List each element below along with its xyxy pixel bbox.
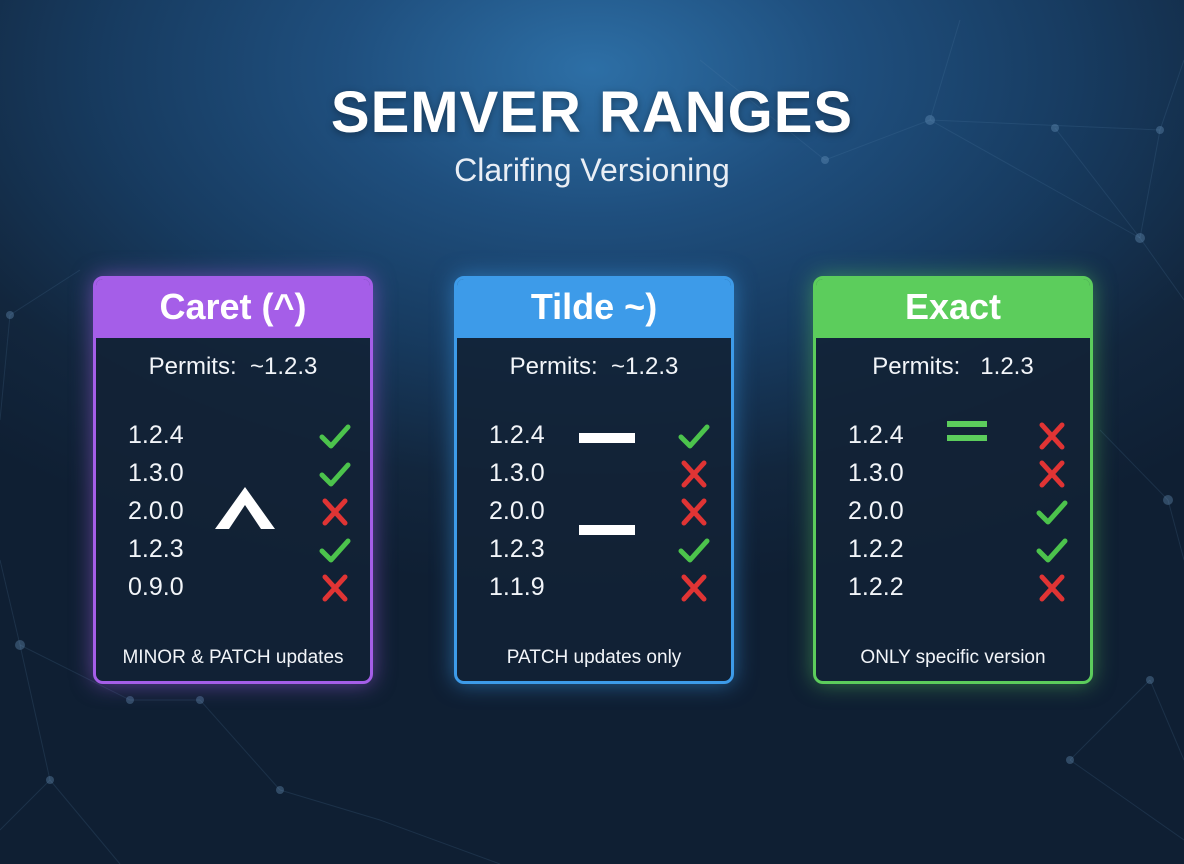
- version-row: 1.2.2: [816, 569, 1090, 607]
- version-value: 1.2.3: [128, 535, 184, 563]
- cross-icon: [1035, 573, 1069, 603]
- cross-icon: [1035, 421, 1069, 451]
- version-value: 1.2.3: [489, 535, 545, 563]
- version-row: 1.2.4: [96, 417, 370, 455]
- version-list: 1.2.4 1.3.0 2.0.0 1.2.3 1.1.9: [457, 417, 731, 607]
- version-row: 1.2.3: [457, 531, 731, 569]
- cross-icon: [318, 573, 352, 603]
- version-row: 1.2.2: [816, 531, 1090, 569]
- cross-icon: [1035, 459, 1069, 489]
- version-value: 1.1.9: [489, 573, 545, 601]
- card-footer: MINOR & PATCH updates: [122, 647, 344, 668]
- check-icon: [318, 421, 352, 451]
- check-icon: [677, 421, 711, 451]
- version-row: 1.2.4: [816, 417, 1090, 455]
- version-value: 1.3.0: [128, 459, 184, 487]
- card-footer: PATCH updates only: [506, 647, 682, 668]
- page-title: SEMVER RANGES: [330, 80, 854, 145]
- check-icon: [318, 459, 352, 489]
- version-row: 2.0.0: [816, 493, 1090, 531]
- check-icon: [677, 535, 711, 565]
- version-row: 1.3.0: [457, 455, 731, 493]
- cross-icon: [318, 497, 352, 527]
- version-row: 1.3.0: [96, 455, 370, 493]
- cross-icon: [677, 497, 711, 527]
- version-row: 2.0.0: [96, 493, 370, 531]
- version-list: 1.2.4 1.3.0 2.0.0 1.2.2 1.2.2: [816, 417, 1090, 607]
- card-footer: ONLY specific version: [860, 647, 1046, 668]
- exact-card: Exact Permits: 1.2.3 1.2.4 1.3.0 2.0.0 1…: [813, 276, 1093, 684]
- permits-label: Permits: ~1.2.3: [148, 353, 318, 380]
- version-value: 1.2.2: [848, 573, 904, 601]
- version-value: 1.3.0: [489, 459, 545, 487]
- version-row: 1.1.9: [457, 569, 731, 607]
- cross-icon: [677, 573, 711, 603]
- version-value: 1.2.4: [848, 421, 904, 449]
- version-value: 1.2.4: [489, 421, 545, 449]
- header: SEMVER RANGES Clarifing Versioning: [0, 78, 1184, 190]
- version-row: 1.2.3: [96, 531, 370, 569]
- version-value: 0.9.0: [128, 573, 184, 601]
- version-row: 2.0.0: [457, 493, 731, 531]
- tilde-card: Tilde ~) Permits: ~1.2.3 1.2.4 1.3.0 2.0…: [454, 276, 734, 684]
- caret-card: Caret (^) Permits: ~1.2.3 1.2.4 1.3.0 2.…: [93, 276, 373, 684]
- page-subtitle: Clarifing Versioning: [454, 152, 730, 188]
- version-value: 1.2.4: [128, 421, 184, 449]
- version-value: 2.0.0: [489, 497, 545, 525]
- check-icon: [1035, 497, 1069, 527]
- version-row: 0.9.0: [96, 569, 370, 607]
- permits-label: Permits: ~1.2.3: [509, 353, 679, 380]
- card-title: Exact: [816, 279, 1090, 338]
- card-title: Tilde ~): [457, 279, 731, 338]
- permits-label: Permits: 1.2.3: [872, 353, 1034, 380]
- version-row: 1.3.0: [816, 455, 1090, 493]
- equals-icon: [947, 421, 987, 441]
- card-title: Caret (^): [96, 279, 370, 338]
- caret-icon: [215, 487, 275, 529]
- version-list: 1.2.4 1.3.0 2.0.0 1.2.3 0.9.0: [96, 417, 370, 607]
- tilde-dash-icon: [579, 433, 635, 535]
- version-row: 1.2.4: [457, 417, 731, 455]
- cross-icon: [677, 459, 711, 489]
- version-value: 1.3.0: [848, 459, 904, 487]
- check-icon: [318, 535, 352, 565]
- version-value: 1.2.2: [848, 535, 904, 563]
- version-value: 2.0.0: [128, 497, 184, 525]
- check-icon: [1035, 535, 1069, 565]
- version-value: 2.0.0: [848, 497, 904, 525]
